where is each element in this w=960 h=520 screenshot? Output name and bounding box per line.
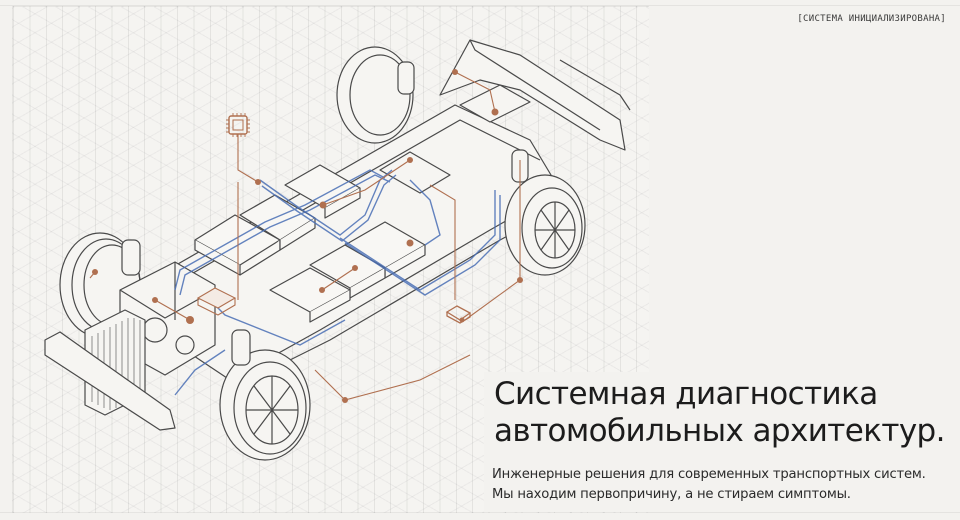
- headline-line-2: автомобильных архитектур.: [494, 413, 946, 449]
- hero-subtitle: Инженерные решения для современных транс…: [492, 465, 926, 505]
- top-divider: [0, 5, 960, 6]
- chip-icon: [226, 113, 250, 137]
- headline-line-1: Системная диагностика: [494, 376, 878, 412]
- subtitle-line-1: Инженерные решения для современных транс…: [492, 467, 926, 482]
- page-headline: Системная диагностика автомобильных архи…: [494, 376, 946, 450]
- connector-module-icon: [445, 305, 472, 324]
- system-status-label: [СИСТЕМА ИНИЦИАЛИЗИРОВАНА]: [797, 14, 946, 24]
- hero-text-panel: [484, 372, 960, 512]
- bottom-divider: [0, 512, 960, 513]
- subtitle-line-2: Мы находим первопричину, а не стираем си…: [492, 487, 851, 502]
